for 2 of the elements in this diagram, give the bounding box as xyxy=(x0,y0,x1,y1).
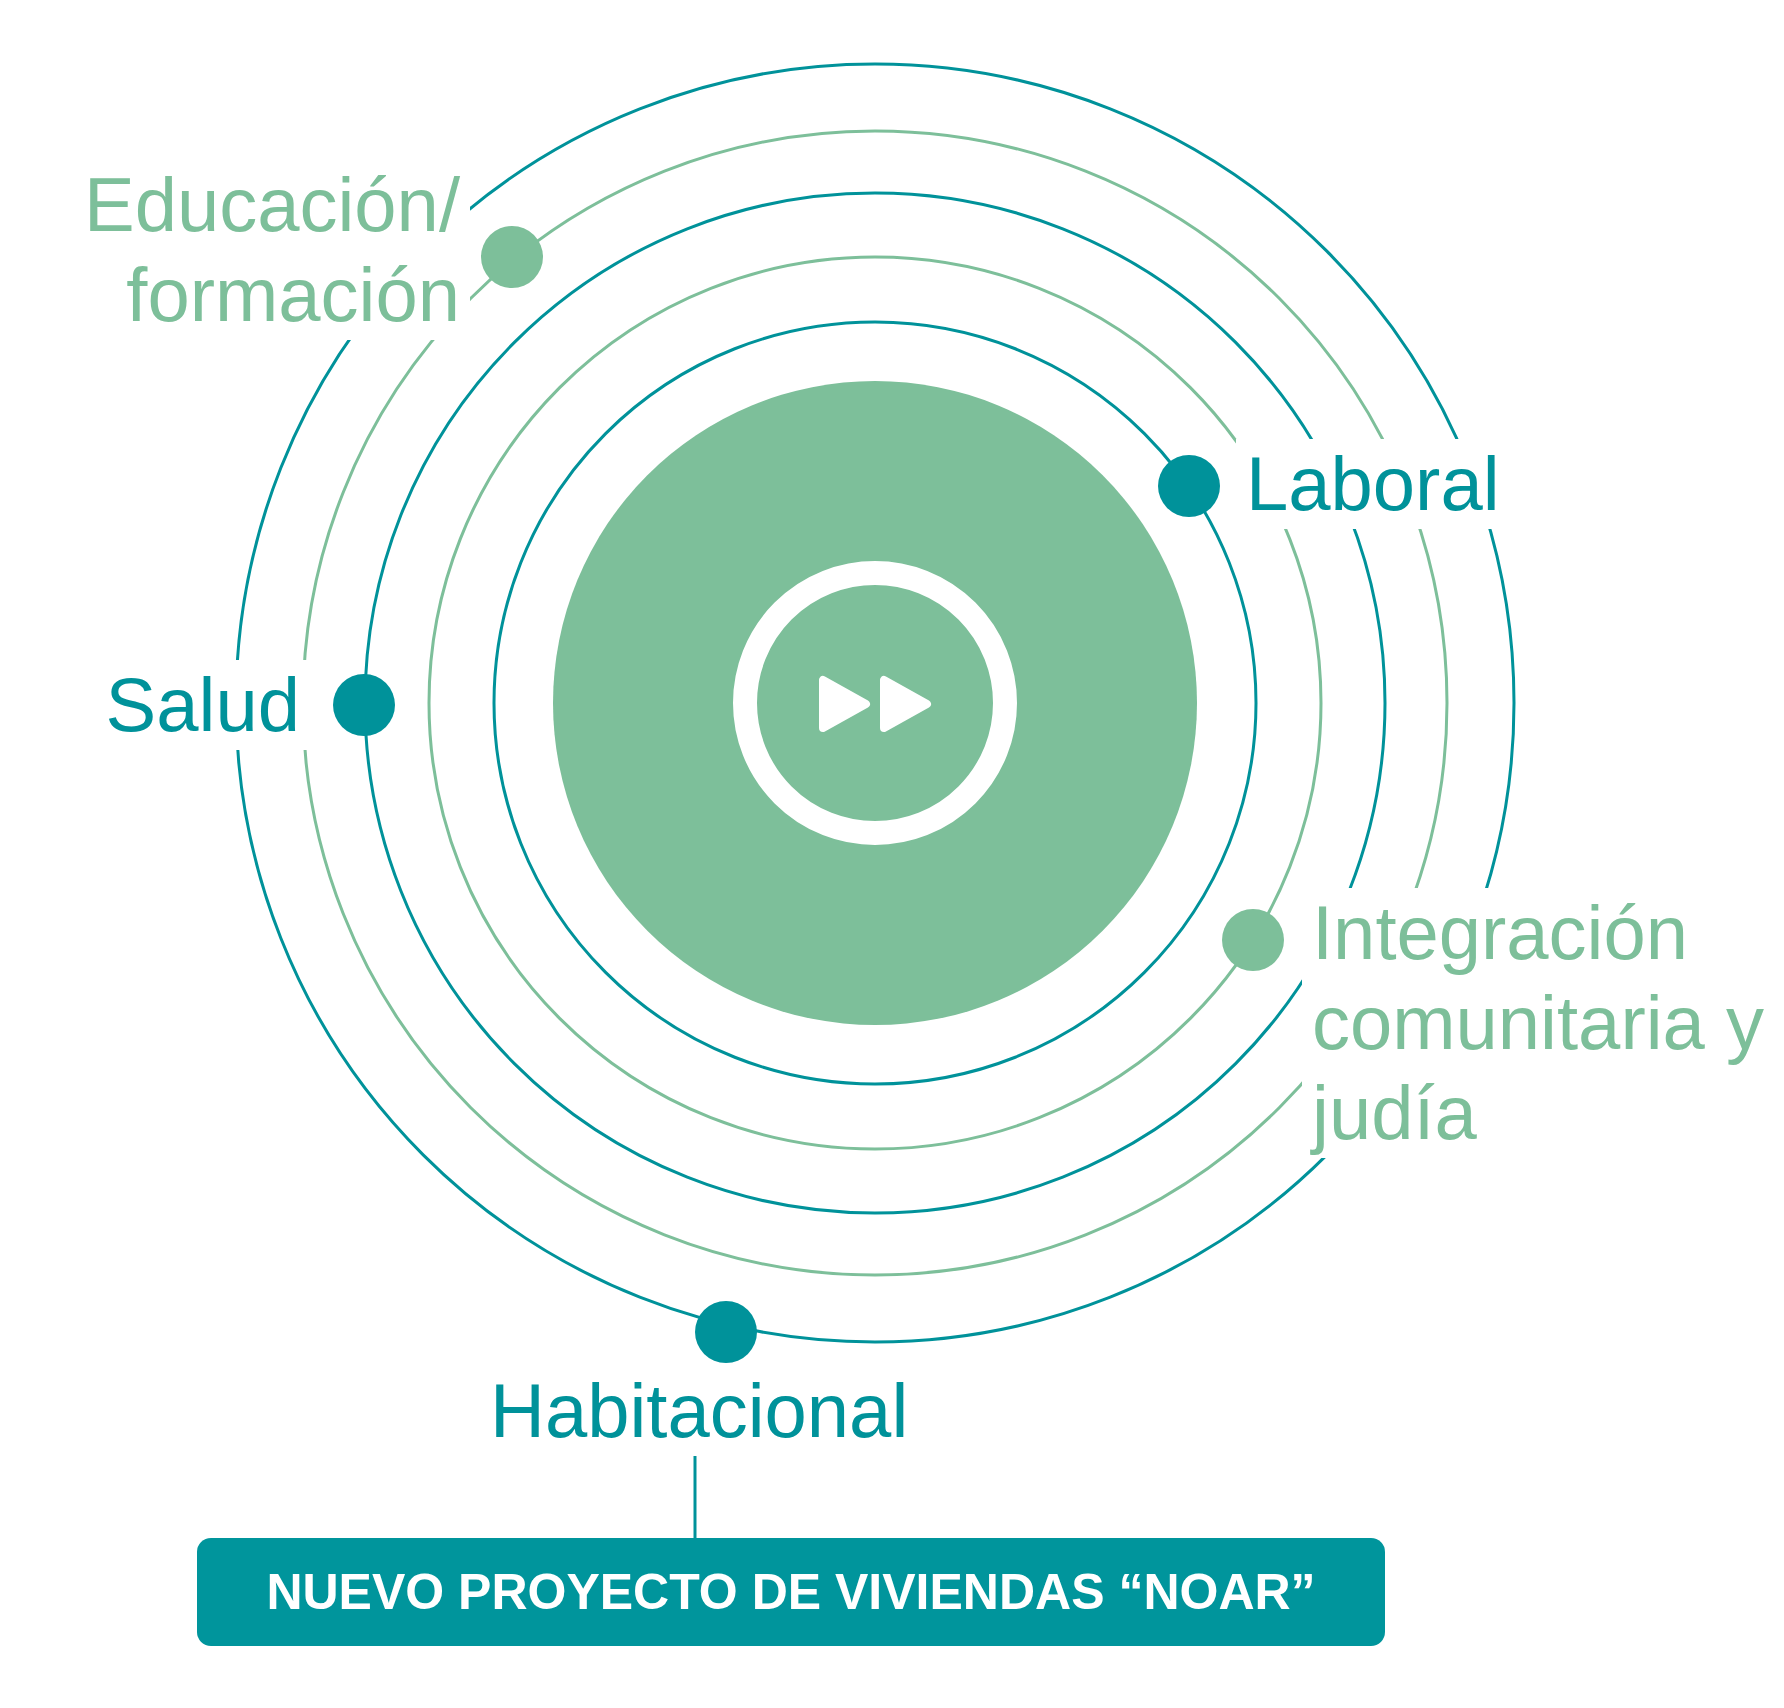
banner-box: NUEVO PROYECTO DE VIVIENDAS “NOAR” xyxy=(197,1538,1385,1646)
connector-line xyxy=(693,1456,697,1538)
